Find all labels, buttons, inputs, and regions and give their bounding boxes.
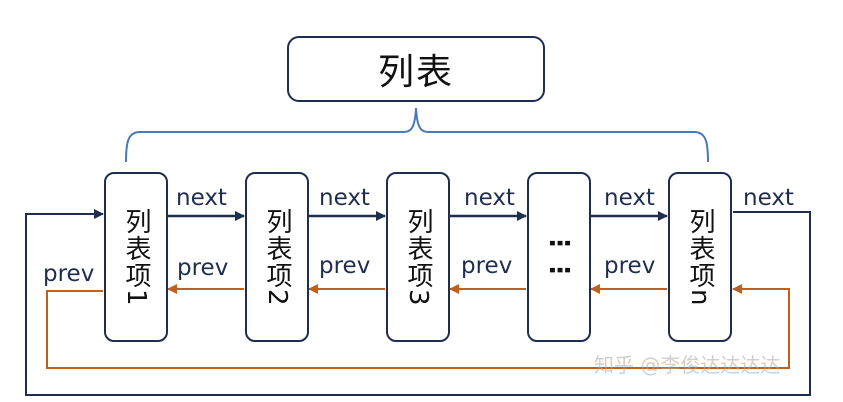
next-label-3: next [464, 185, 515, 211]
prev-loop-arrow [46, 284, 790, 369]
list-node-n: 列表项n [668, 172, 732, 342]
list-title: 列表 [377, 52, 454, 93]
list-node-2: 列表项2 [245, 172, 309, 342]
watermark-text: 知乎 @李俊达达达达 [594, 353, 781, 377]
node-label-2: 列表项2 [262, 207, 292, 307]
prev-label-1: prev [177, 255, 229, 281]
group-brace [125, 107, 709, 163]
list-node-ellipsis: ⋮⋮ [527, 172, 591, 342]
node-label-ellipsis: ⋮⋮ [544, 230, 574, 284]
next-loop-arrow [25, 209, 811, 396]
prev-label-2: prev [319, 253, 371, 279]
next-label-loop: next [743, 185, 794, 211]
list-node-3: 列表项3 [386, 172, 450, 342]
list-title-box: 列表 [287, 36, 545, 102]
prev-label-loop: prev [43, 261, 95, 287]
next-label-1: next [176, 185, 227, 211]
node-label-n: 列表项n [685, 207, 715, 307]
node-label-1: 列表项1 [121, 207, 151, 307]
node-label-3: 列表项3 [403, 207, 433, 307]
next-label-2: next [319, 185, 370, 211]
prev-label-4: prev [604, 253, 656, 279]
next-label-4: next [604, 185, 655, 211]
list-node-1: 列表项1 [104, 172, 168, 342]
prev-label-3: prev [461, 253, 513, 279]
